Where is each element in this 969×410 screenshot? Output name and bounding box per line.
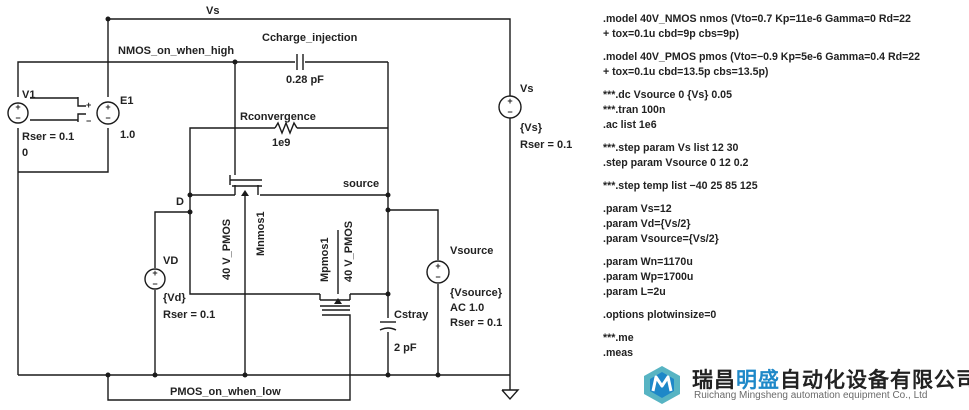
svg-text:−: − — [152, 279, 157, 289]
mp-name: Mpmos1 — [319, 237, 331, 282]
company-name-en: Ruichang Mingsheng automation equipment … — [694, 390, 928, 401]
nmos-transistor: 40 V_PMOS Mnmos1 — [221, 175, 267, 280]
svg-text:+: + — [152, 268, 157, 278]
directive-line: .ac list 1e6 — [603, 119, 657, 131]
svg-text:−: − — [435, 272, 440, 282]
rconv-name: Rconvergence — [240, 111, 316, 123]
directive-gap — [603, 80, 969, 88]
junctions — [105, 16, 441, 378]
directive-line: .param Vsource={Vs/2} — [603, 233, 719, 245]
company-name-part3: 自动化设备有限公司 — [780, 369, 969, 392]
cinj-title: Ccharge_injection — [262, 32, 358, 44]
source-net-label: source — [343, 178, 379, 190]
directive-line: ***.dc Vsource 0 {Vs} 0.05 — [603, 89, 732, 101]
vd-source: + − VD {Vd} Rser = 0.1 — [144, 255, 215, 321]
svg-text:−: − — [105, 113, 110, 123]
company-name-part1: 瑞昌 — [692, 369, 736, 392]
mn-model: 40 V_PMOS — [221, 219, 233, 280]
directive-gap — [603, 171, 969, 179]
directive-line: .param Vs=12 — [603, 203, 672, 215]
vsource-source: + − Vsource {Vsource} AC 1.0 Rser = 0.1 — [426, 245, 503, 329]
vsource-rser: Rser = 0.1 — [450, 317, 502, 329]
vs-net-label: Vs — [206, 5, 219, 17]
company-watermark: 瑞昌明盛自动化设备有限公司 Ruichang Mingsheng automat… — [640, 362, 969, 408]
vd-value: {Vd} — [163, 292, 186, 304]
ccharge-injection-capacitor: Ccharge_injection 0.28 pF — [262, 32, 358, 86]
nmos-gate-net-label: NMOS_on_when_high — [118, 45, 234, 57]
directive-gap — [603, 194, 969, 202]
directive-line: + tox=0.1u cbd=9p cbs=9p) — [603, 28, 740, 40]
directive-line: + tox=0.1u cbd=13.5p cbs=13.5p) — [603, 66, 769, 78]
directive-gap — [603, 247, 969, 255]
mp-model: 40 V_PMOS — [343, 221, 355, 282]
v1-source: + − V1 Rser = 0.1 0 — [7, 89, 74, 159]
svg-text:+: + — [15, 102, 20, 112]
spice-directives: .model 40V_NMOS nmos (Vto=0.7 Kp=11e-6 G… — [603, 12, 969, 361]
e1-source: + − + − E1 1.0 — [86, 95, 135, 141]
vsource-ac: AC 1.0 — [450, 302, 484, 314]
vsource-name: Vsource — [450, 245, 493, 257]
svg-text:−: − — [15, 113, 20, 123]
directive-line: .param Vd={Vs/2} — [603, 218, 691, 230]
directive-gap — [603, 133, 969, 141]
svg-text:+: + — [435, 261, 440, 271]
directive-line: .step param Vsource 0 12 0.2 — [603, 157, 749, 169]
pmos-transistor: Mpmos1 40 V_PMOS — [319, 221, 355, 311]
directive-line: .meas — [603, 347, 634, 359]
e1-gain: 1.0 — [120, 129, 135, 141]
directive-gap — [603, 323, 969, 331]
v1-rser: Rser = 0.1 — [22, 131, 74, 143]
directive-line: .param Wp=1700u — [603, 271, 694, 283]
circuit-schematic: + − V1 Rser = 0.1 0 + − + − E1 1.0 Vs NM… — [7, 5, 572, 401]
directive-line: .param L=2u — [603, 286, 666, 298]
vsource-value: {Vsource} — [450, 287, 503, 299]
cstray-value: 2 pF — [394, 342, 417, 354]
directive-line: .model 40V_NMOS nmos (Vto=0.7 Kp=11e-6 G… — [603, 13, 911, 25]
rconvergence-resistor: Rconvergence 1e9 — [240, 111, 316, 149]
company-logo-icon — [644, 366, 680, 404]
drain-net-label: D — [176, 196, 184, 208]
directive-line: ***.tran 100n — [603, 104, 666, 116]
directive-line: ***.step param Vs list 12 30 — [603, 142, 739, 154]
e1-label: E1 — [120, 95, 133, 107]
cstray-capacitor: Cstray 2 pF — [379, 309, 429, 354]
vs-rser: Rser = 0.1 — [520, 139, 572, 151]
svg-text:+: + — [105, 102, 110, 112]
directive-line: .options plotwinsize=0 — [603, 309, 717, 321]
rconv-value: 1e9 — [272, 137, 290, 149]
vs-value: {Vs} — [520, 122, 543, 134]
directive-gap — [603, 300, 969, 308]
v1-value: 0 — [22, 147, 28, 159]
cstray-name: Cstray — [394, 309, 429, 321]
directive-line: ***.me — [603, 332, 634, 344]
directive-gap — [603, 42, 969, 50]
company-name-cn: 瑞昌明盛自动化设备有限公司 — [692, 364, 969, 394]
e1-plus: + — [86, 100, 91, 110]
wires — [17, 18, 520, 401]
directive-line: .model 40V_PMOS pmos (Vto=−0.9 Kp=5e-6 G… — [603, 51, 921, 63]
pmos-gate-net-label: PMOS_on_when_low — [170, 386, 281, 398]
directive-line: ***.step temp list −40 25 85 125 — [603, 180, 758, 192]
mn-name: Mnmos1 — [255, 211, 267, 256]
v1-label: V1 — [22, 89, 35, 101]
vd-name: VD — [163, 255, 178, 267]
cinj-value: 0.28 pF — [286, 74, 324, 86]
svg-text:−: − — [507, 107, 512, 117]
vs-source: + − Vs {Vs} Rser = 0.1 — [498, 83, 572, 151]
svg-text:+: + — [507, 96, 512, 106]
company-name-part2: 明盛 — [736, 369, 780, 392]
vd-rser: Rser = 0.1 — [163, 309, 215, 321]
vs-name: Vs — [520, 83, 533, 95]
e1-minus: − — [86, 116, 91, 126]
directive-line: .param Wn=1170u — [603, 256, 693, 268]
